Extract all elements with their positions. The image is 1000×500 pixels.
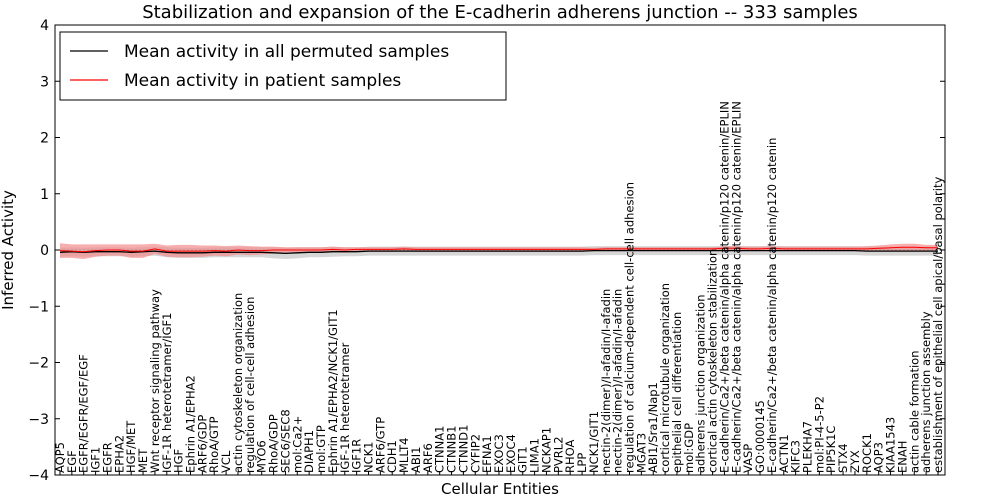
x-entity-label: RHOA <box>563 440 577 473</box>
x-entity-label: Ephrin A1/EPHA2 <box>184 375 198 473</box>
x-entity-label: ARF6 <box>421 443 435 473</box>
x-entity-label: ARF6/GTP <box>373 417 387 473</box>
y-tick-label: 3 <box>40 74 49 90</box>
x-entity-label: EPHA2 <box>112 435 126 473</box>
y-tick-label: 1 <box>40 187 49 203</box>
y-axis-label: Inferred Activity <box>0 190 17 310</box>
x-entity-label: PLEKHA7 <box>801 421 815 473</box>
x-entity-label: nectin-2(dimer)/I-afadin/I-afadin <box>599 289 613 473</box>
x-entity-label: regulation of cell-cell adhesion <box>243 297 257 473</box>
x-entity-label: adherens junction organization <box>694 295 708 473</box>
x-entity-label: Wnt receptor signaling pathway <box>148 289 162 473</box>
x-entity-label: E-cadherin/Ca2+/beta catenin/alpha caten… <box>765 138 779 473</box>
x-entity-label: GO:0000145 <box>753 400 767 473</box>
x-entity-label: MGAT3 <box>634 433 648 473</box>
x-entity-label: mol:GDP <box>682 423 696 473</box>
x-entity-label: RhoA/GTP <box>207 416 221 473</box>
x-entity-label: NCK1 <box>362 442 376 474</box>
series-0-line <box>59 249 938 255</box>
x-entity-label: Ephrin A1/EPHA2/NCK1/GIT1 <box>326 309 340 473</box>
y-tick-label: 0 <box>40 243 49 259</box>
x-entity-label: RhoA/GDP <box>267 414 281 473</box>
x-axis-entity-labels: AQP5EGFEGFR/EGFR/EGF/EGFIGF1EGFREPHA2HGF… <box>53 101 945 475</box>
y-tick-label: −4 <box>28 468 49 484</box>
x-entity-label: CDH1 <box>385 440 399 473</box>
y-tick-label: −3 <box>28 412 49 428</box>
x-entity-label: MLLT4 <box>397 438 411 474</box>
x-entity-label: STX4 <box>836 443 850 473</box>
x-entity-label: E-cadherin/Ca2+/beta catenin/alpha caten… <box>729 101 743 473</box>
x-entity-label: regulation of calcium-dependent cell-cel… <box>623 182 637 473</box>
legend-box <box>59 31 507 101</box>
x-entity-label: IGF1R <box>350 439 364 473</box>
chart-title: Stabilization and expansion of the E-cad… <box>142 2 858 23</box>
x-entity-label: CTNND1 <box>456 425 470 473</box>
x-entity-label: KIAA1543 <box>884 417 898 473</box>
x-entity-label: EXOC3 <box>492 434 506 473</box>
x-entity-label: mol:GTP <box>314 425 328 473</box>
x-entity-label: EGFR/EGFR/EGF/EGF <box>77 354 91 473</box>
x-entity-label: EGF <box>65 450 79 473</box>
x-entity-label: VASP <box>741 444 755 473</box>
x-entity-label: LPP <box>575 453 589 473</box>
y-axis-ticks: −4 −3 −2 −1 0 1 2 3 4 <box>28 18 945 484</box>
x-entity-label: EXOC4 <box>504 434 518 473</box>
x-entity-label: MET <box>136 448 150 473</box>
x-entity-label: SEC6/SEC8 <box>278 409 292 473</box>
x-entity-label: VCL <box>219 450 233 473</box>
x-entity-label: mol:Ca2+ <box>290 416 304 473</box>
plot-area <box>55 243 945 259</box>
y-tick-label: −2 <box>28 356 49 372</box>
x-entity-label: ROCK1 <box>860 433 874 473</box>
x-entity-label: NCKAP1 <box>540 427 554 473</box>
x-entity-label: MYO6 <box>255 440 269 473</box>
x-entity-label: PIP5K1C <box>824 426 838 473</box>
x-entity-label: cortical microtubule organization <box>658 283 672 473</box>
y-tick-label: 4 <box>40 18 49 34</box>
x-entity-label: HGF <box>172 449 186 473</box>
y-tick-label: −1 <box>28 299 49 315</box>
x-entity-label: CYFIP2 <box>468 434 482 473</box>
x-entity-label: NCK1/GIT1 <box>587 411 601 473</box>
x-entity-label: ACTN1 <box>777 434 791 473</box>
series-1-line <box>59 246 938 253</box>
x-entity-label: mol:PI-4-5-P2 <box>812 396 826 473</box>
x-entity-label: ABI1/Sra1/Nap1 <box>646 382 660 473</box>
x-entity-label: establishment of epithelial cell apical/… <box>931 177 945 473</box>
x-entity-label: cortical actin cytoskeleton stabilizatio… <box>706 249 720 473</box>
x-entity-label: EFNA1 <box>480 435 494 473</box>
x-entity-label: epithelial cell differentiation <box>670 312 684 473</box>
x-entity-label: adherens junction assembly <box>919 311 933 473</box>
x-entity-label: KIFC3 <box>789 440 803 473</box>
legend-label: Mean activity in all permuted samples <box>124 42 449 62</box>
x-axis-label: Cellular Entities <box>441 480 559 498</box>
x-entity-label: ENAH <box>895 441 909 473</box>
y-tick-label: 2 <box>40 131 49 147</box>
x-entity-label: IGF-1R heterotetramer <box>338 342 352 473</box>
x-entity-label: HGF/MET <box>124 420 138 473</box>
x-entity-label: actin cytoskeleton organization <box>231 293 245 473</box>
legend-label: Mean activity in patient samples <box>124 71 401 91</box>
x-entity-label: ZYX <box>848 450 862 473</box>
legend: Mean activity in all permuted samplesMea… <box>59 31 507 101</box>
x-entity-label: DIAPH1 <box>302 430 316 473</box>
x-entity-label: nectin-2(dimer)/I-afadin/I-afadin <box>611 289 625 473</box>
x-entity-label: AQP5 <box>53 442 67 473</box>
x-entity-label: ARF6/GDP <box>195 415 209 473</box>
x-entity-label: CTNNB1 <box>445 426 459 473</box>
x-entity-label: E-cadherin/Ca2+/beta catenin/alpha caten… <box>717 101 731 473</box>
x-entity-label: LIMA1 <box>528 438 542 473</box>
x-entity-label: CTNNA1 <box>433 426 447 473</box>
x-entity-label: IGF1 <box>89 447 103 473</box>
x-entity-label: PVRL2 <box>551 436 565 473</box>
x-entity-label: actin cable formation <box>907 350 921 473</box>
x-entity-label: GIT1 <box>516 446 530 473</box>
x-entity-label: ABI1 <box>409 447 423 473</box>
x-entity-label: AQP3 <box>872 442 886 473</box>
x-entity-label: IGF-1R heterotetramer/IGF1 <box>160 313 174 473</box>
x-entity-label: EGFR <box>101 442 115 473</box>
